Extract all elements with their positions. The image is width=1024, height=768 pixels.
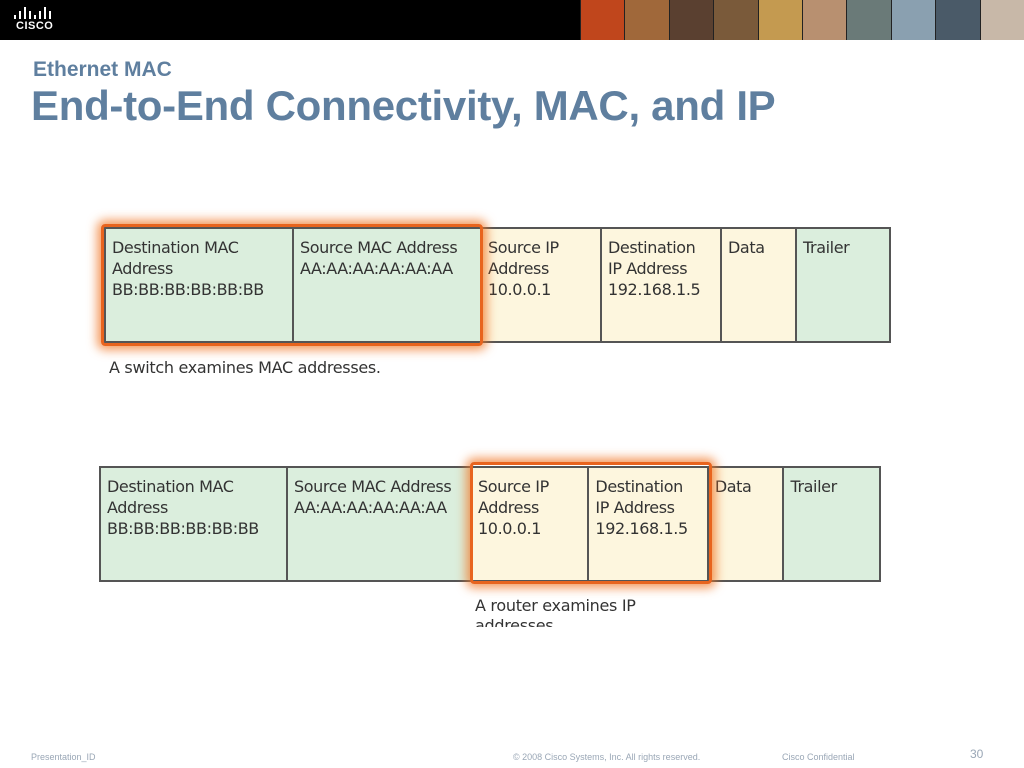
cisco-logo-text: CISCO (16, 20, 54, 32)
header-photo-strip (580, 0, 1024, 40)
header-photo (890, 0, 936, 40)
slide-subtitle: Ethernet MAC (33, 58, 172, 81)
header-photo (713, 0, 758, 40)
page-number: 30 (970, 747, 984, 761)
header-bar: CISCO (0, 0, 1024, 40)
switch-caption: A switch examines MAC addresses. (109, 358, 381, 377)
frame-field-trailer: Trailer (784, 468, 879, 580)
header-photo (757, 0, 803, 40)
cisco-logo: CISCO (10, 6, 70, 34)
header-photo (624, 0, 669, 40)
header-photo (580, 0, 625, 40)
cisco-bars-icon (14, 7, 54, 19)
header-photo (846, 0, 891, 40)
confidential-label: Cisco Confidential (782, 752, 855, 762)
header-photo (802, 0, 847, 40)
presentation-id: Presentation_ID (31, 752, 96, 762)
router-caption: A router examines IP addresses. (475, 596, 636, 627)
copyright-notice: © 2008 Cisco Systems, Inc. All rights re… (513, 752, 701, 762)
slide-title: End-to-End Connectivity, MAC, and IP (31, 82, 776, 129)
header-photo (979, 0, 1024, 40)
header-photo (935, 0, 980, 40)
frame-field-trailer: Trailer (797, 229, 889, 341)
header-photo (668, 0, 714, 40)
frame-field-data: Data (722, 229, 797, 341)
frame-field-data: Data (708, 468, 785, 580)
